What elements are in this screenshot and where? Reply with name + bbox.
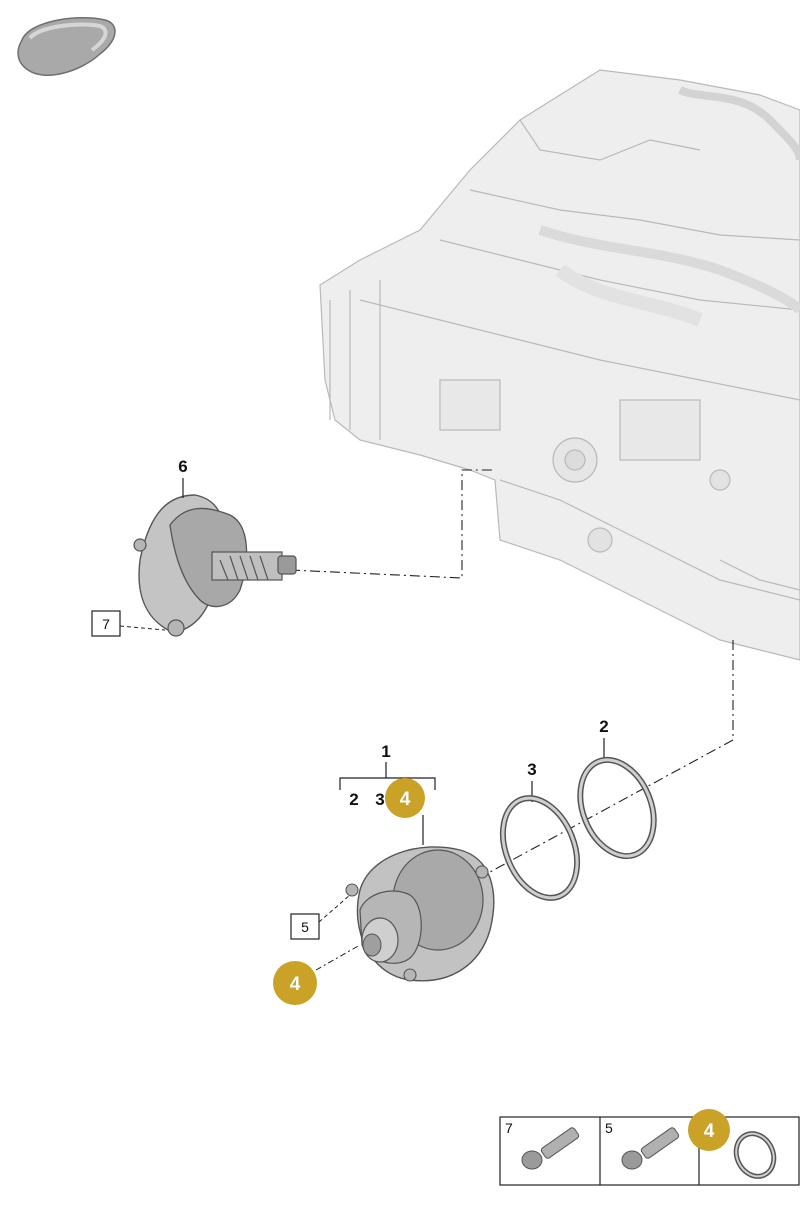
badge-4-bottom[interactable]: 4 <box>273 961 317 1005</box>
svg-text:4: 4 <box>704 1121 715 1142</box>
o-ring-icon[interactable] <box>729 1127 780 1182</box>
badge-4-legend[interactable]: 4 <box>688 1109 730 1151</box>
legend-label-7: 7 <box>505 1120 513 1136</box>
water-pump-part[interactable] <box>345 846 495 982</box>
engine-block <box>319 69 800 661</box>
bolt-7-icon[interactable] <box>521 1127 580 1170</box>
leader-lines <box>289 469 734 911</box>
kit-callout-2: 2 <box>349 790 358 809</box>
bolt-5-icon[interactable] <box>621 1127 680 1170</box>
thumbnail-cover-icon[interactable] <box>17 17 116 76</box>
hardware-legend-table: 7 5 4 <box>499 1109 800 1186</box>
badge-4-top[interactable]: 4 <box>385 778 425 818</box>
thermostat-part[interactable] <box>133 494 297 637</box>
callout-3: 3 <box>527 760 536 779</box>
kit-callout-3: 3 <box>375 790 384 809</box>
svg-text:7: 7 <box>102 616 110 632</box>
boxed-callout-5: 5 <box>290 894 351 940</box>
callout-6: 6 <box>178 457 187 476</box>
callout-1: 1 <box>381 742 390 761</box>
legend-label-5: 5 <box>605 1120 613 1136</box>
callout-2: 2 <box>599 717 608 736</box>
boxed-callout-7: 7 <box>91 610 166 637</box>
svg-text:4: 4 <box>400 789 411 810</box>
svg-text:5: 5 <box>301 919 309 935</box>
svg-text:4: 4 <box>290 974 301 995</box>
